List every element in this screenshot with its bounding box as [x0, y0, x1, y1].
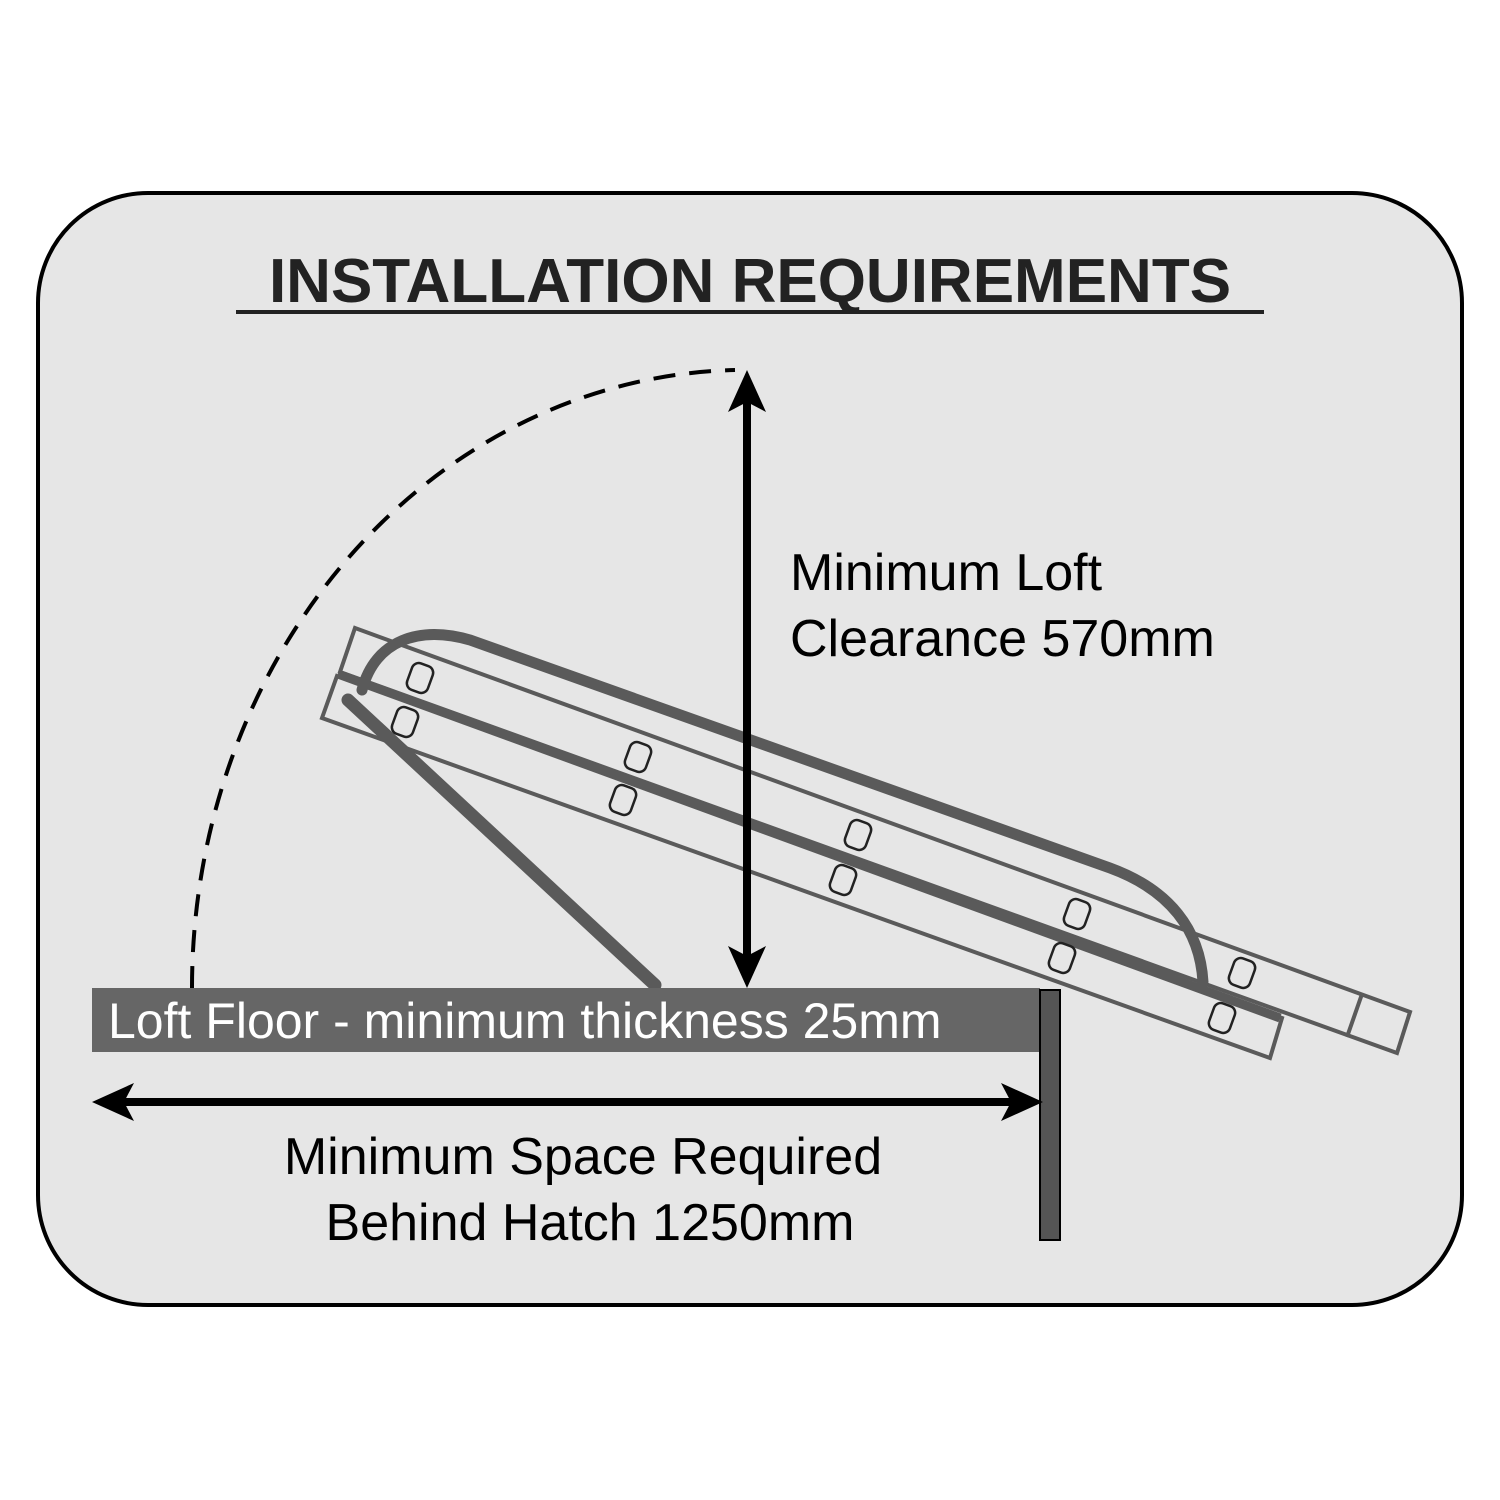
ladder-rung: [623, 740, 653, 774]
clearance-line2: Clearance 570mm: [790, 610, 1215, 668]
ladder-end-cap: [1345, 993, 1364, 1038]
title: INSTALLATION REQUIREMENTS: [269, 247, 1231, 316]
ladder-rung: [608, 783, 638, 817]
loft-floor: [92, 988, 1040, 1052]
hatch-frame: [1039, 989, 1061, 1241]
ladder-rung: [1062, 897, 1092, 931]
space-line2: Behind Hatch 1250mm: [326, 1194, 855, 1252]
ladder-rung: [1207, 1001, 1237, 1035]
space-line1: Minimum Space Required: [284, 1128, 882, 1186]
ladder-rung: [405, 661, 435, 695]
floor-label: Loft Floor - minimum thickness 25mm: [108, 993, 942, 1049]
ladder-rung: [843, 818, 873, 852]
hatch-swing-arc: [190, 368, 736, 989]
clearance-arrow: [728, 370, 766, 988]
ladder-rung: [1227, 956, 1257, 990]
clearance-line1: Minimum Loft: [790, 544, 1103, 602]
ladder-rung: [1047, 941, 1077, 975]
ladder-strut: [341, 693, 662, 992]
ladder-rung: [828, 863, 858, 897]
ladder-handrail: [356, 628, 1209, 988]
space-arrow: [92, 1083, 1043, 1121]
ladder: [319, 625, 1413, 1061]
ladder-rung: [390, 705, 420, 739]
ladder-upper-section: [337, 625, 1413, 1056]
ladder-divider: [336, 669, 1282, 1023]
